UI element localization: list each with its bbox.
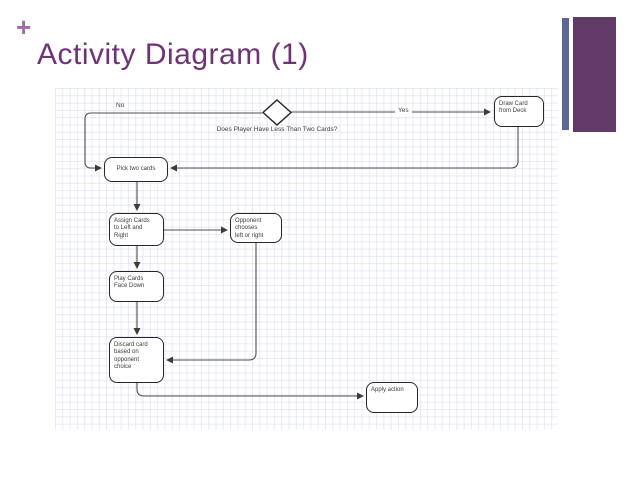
edge-label-yes: Yes (395, 107, 412, 116)
page-title: Activity Diagram (1) (37, 38, 309, 71)
plus-bullet-icon: + (16, 12, 32, 42)
node-discard-card: Discard card based on opponent choice (109, 337, 164, 383)
edge-discard-to-apply (136, 383, 364, 400)
node-play-cards: Play Cards Face Down (109, 271, 164, 302)
accent-bar-thin (562, 18, 569, 130)
node-apply-action: Apply action (366, 382, 418, 413)
connector-lines (84, 99, 519, 400)
decision-question-label: Does Player Have Less Than Two Cards? (216, 126, 338, 133)
node-assign-cards: Assign Cards to Left and Right (109, 213, 164, 246)
edge-label-no: No (116, 102, 125, 109)
decision-diamond (261, 99, 293, 126)
node-pick-two-cards: Pick two cards (104, 157, 168, 182)
node-draw-card: Draw Card from Deck (494, 96, 544, 127)
accent-bar-wide (573, 17, 616, 132)
edge-draw-to-pick (170, 127, 519, 172)
edge-opponent-to-discard (166, 243, 257, 364)
activity-diagram-canvas: No Yes Does Player Have Less Than Two Ca… (55, 88, 558, 430)
node-opponent-chooses: Opponent chooses left or right (230, 213, 282, 243)
edge-no-to-pick (84, 112, 262, 172)
